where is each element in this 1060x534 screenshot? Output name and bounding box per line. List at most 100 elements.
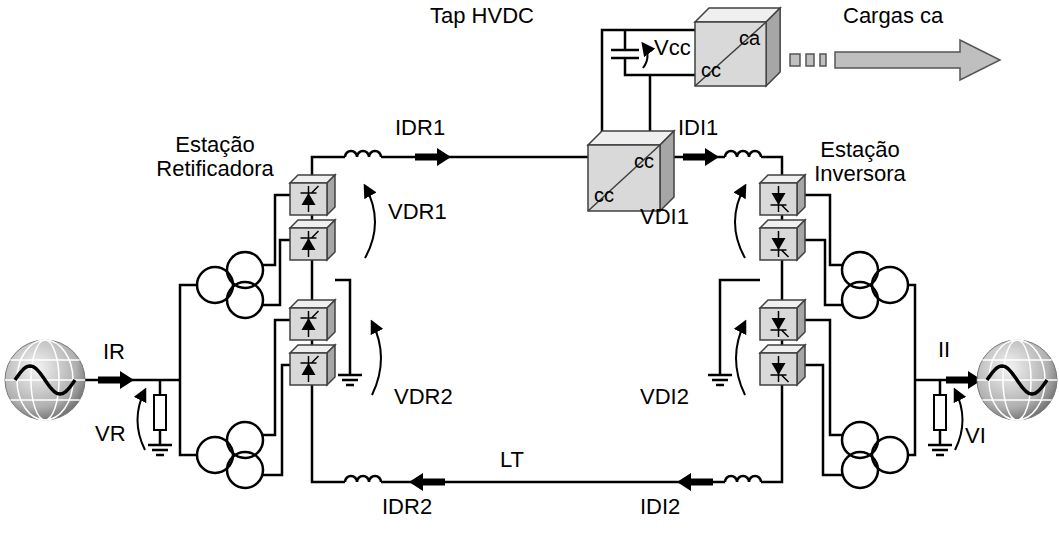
converter-box: cacc — [695, 8, 780, 86]
ac-bus-left — [85, 285, 197, 455]
thyristor-gate — [771, 250, 789, 257]
thyristor-gate — [301, 186, 319, 193]
cube-front — [290, 308, 327, 340]
current-arrow — [409, 473, 445, 491]
thyristor-valve — [760, 220, 805, 260]
converter-diagonal — [588, 145, 660, 211]
circuit-label: VDR2 — [394, 385, 453, 409]
thyristor-gate — [301, 356, 319, 363]
cube-side — [660, 131, 674, 211]
globe-parallel — [10, 359, 79, 361]
cube-front — [760, 353, 797, 385]
thyristor-valve — [760, 345, 805, 385]
smoothing-reactor — [725, 476, 761, 482]
current-arrow — [683, 148, 719, 166]
thyristor-gate — [771, 375, 789, 382]
wires — [85, 30, 977, 482]
smoothing-reactor — [345, 151, 381, 157]
converter-side-label: cc — [594, 185, 614, 205]
ground-symbol — [338, 375, 362, 385]
cube-side — [797, 345, 805, 385]
thyristor-symbol — [772, 193, 786, 205]
thyristor-valve — [290, 345, 335, 385]
cube-side — [797, 220, 805, 260]
globe-parallel — [982, 359, 1051, 361]
thyristor-symbol — [302, 193, 316, 205]
thyristor-gate — [301, 231, 319, 238]
circuit-label: VDI2 — [640, 385, 689, 409]
current-arrow — [415, 148, 451, 166]
thyristor-valve — [760, 175, 805, 215]
thyristor-valve — [760, 300, 805, 340]
cube-front — [290, 183, 327, 215]
circuit-label: VR — [95, 422, 126, 446]
cube-side — [327, 300, 335, 340]
circuit-label: Tap HVDC — [430, 4, 534, 28]
converter-diagonal — [695, 22, 766, 86]
circuit-label: VDI1 — [640, 205, 689, 229]
current-arrow — [98, 371, 134, 389]
thyristor-valve — [290, 300, 335, 340]
circuit-label: Cargas ca — [843, 4, 943, 28]
thyristor-symbol — [302, 363, 316, 375]
resistor-symbol — [154, 395, 166, 430]
cube-front — [760, 228, 797, 260]
thyristor-symbol — [302, 238, 316, 250]
circuit-label: IR — [103, 340, 125, 364]
smoothing-reactor — [725, 151, 761, 157]
cube-side — [766, 8, 780, 86]
cube-front — [588, 145, 660, 211]
sine-wave — [15, 366, 75, 394]
circuit-label: IDR1 — [395, 116, 445, 140]
transformers — [197, 252, 908, 488]
thyristor-gate — [771, 330, 789, 337]
circuit-label: VDR1 — [388, 200, 447, 224]
ground-symbol — [708, 375, 732, 385]
thyristor-gate — [301, 311, 319, 318]
thyristor-symbol — [772, 238, 786, 250]
cube-side — [327, 345, 335, 385]
cube-side — [797, 300, 805, 340]
thyristor-symbol — [302, 318, 316, 330]
ground-symbol — [928, 445, 952, 455]
voltage-arrows — [138, 44, 963, 450]
sine-wave — [987, 366, 1047, 394]
circuit-label: Estação Inversora — [790, 138, 930, 186]
circuit-label: VI — [965, 424, 986, 448]
thyristor-valve — [290, 220, 335, 260]
current-arrow — [677, 473, 713, 491]
thyristor-symbol — [772, 318, 786, 330]
cube-front — [760, 308, 797, 340]
circuit-label: II — [938, 338, 950, 362]
thyristor-gate — [771, 205, 789, 212]
repeated-symbols — [5, 148, 1057, 491]
cube-front — [290, 353, 327, 385]
cube-front — [695, 22, 766, 86]
ground-symbol — [148, 445, 172, 455]
ac-grid-globe — [5, 340, 85, 420]
cube-side — [327, 220, 335, 260]
filter-resistors — [154, 395, 946, 430]
globe-parallel — [10, 399, 79, 401]
circuit-label: Estação Retificadora — [140, 133, 290, 181]
converter-box: cccc — [588, 131, 674, 211]
converter-side-label: ca — [739, 28, 760, 48]
globe-body — [5, 340, 85, 420]
smoothing-reactor — [345, 476, 381, 482]
circuit-label: LT — [500, 448, 524, 472]
circuit-label: Vcc — [654, 36, 691, 60]
load-arrow — [790, 40, 1000, 80]
circuit-label: IDI2 — [640, 495, 680, 519]
thyristor-valve — [290, 175, 335, 215]
dc-line — [381, 157, 725, 482]
converter-side-label: cc — [701, 60, 721, 80]
ac-grid-globe — [977, 340, 1057, 420]
globe-parallel — [982, 399, 1051, 401]
globe-body — [977, 340, 1057, 420]
resistor-symbol — [934, 395, 946, 430]
transformer-leads-right — [805, 195, 843, 475]
cube-front — [760, 183, 797, 215]
